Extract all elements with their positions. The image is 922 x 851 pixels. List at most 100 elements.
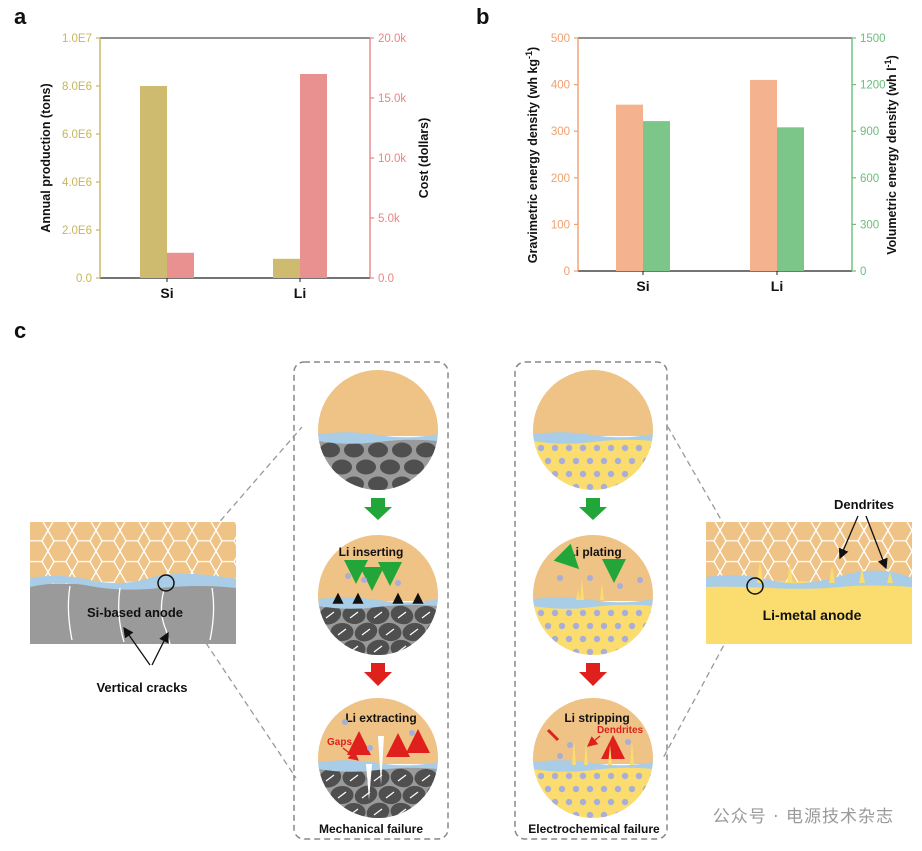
li-dot	[628, 811, 636, 818]
particle-crack	[458, 663, 466, 669]
li-dot	[621, 609, 629, 617]
li-dot	[572, 483, 580, 490]
si-particle	[392, 442, 412, 458]
left-tick-label: 1.0E7	[62, 33, 92, 45]
si-particle	[380, 459, 400, 475]
y-axis-label-close: )	[526, 47, 540, 51]
bar-si-left-series	[616, 104, 643, 271]
li-dot	[593, 772, 601, 780]
li-dot	[551, 798, 559, 806]
zoom-circle-li	[746, 577, 764, 595]
x-tick-label: Li	[771, 278, 783, 294]
particle-crack	[446, 612, 454, 618]
li-dot	[600, 785, 608, 793]
particle-crack	[337, 791, 347, 799]
scene-cathode	[318, 698, 438, 764]
dendrite	[887, 572, 893, 583]
li-dot	[565, 444, 573, 452]
li-dot	[642, 483, 650, 490]
li-dot	[586, 483, 594, 490]
si-particle	[344, 476, 364, 490]
bar-si-left-series	[140, 86, 167, 278]
dendrite	[572, 740, 576, 765]
scene-sei	[533, 432, 653, 444]
si-particle	[401, 655, 427, 678]
li-dot	[657, 812, 663, 818]
particle-crack	[458, 629, 466, 635]
dendrites-inner-label: Dendrites	[597, 725, 644, 736]
particle-crack	[325, 808, 335, 816]
li-dot	[579, 444, 587, 452]
gap-crack	[378, 736, 384, 785]
y2-axis-label-close: )	[885, 55, 899, 59]
particle-crack	[421, 774, 431, 782]
li-dot	[608, 662, 614, 668]
red-step-arrow	[579, 663, 607, 686]
particle-crack	[386, 663, 394, 669]
left-tick-label: 2.0E6	[62, 225, 92, 237]
bar-si-right-series	[643, 121, 670, 271]
li-dot	[649, 772, 653, 780]
si-particle	[452, 494, 472, 509]
particle-crack	[373, 645, 383, 653]
dendrite	[580, 578, 584, 600]
right-tick-label: 15.0k	[378, 93, 406, 105]
particle-crack	[446, 646, 454, 652]
dendrites-inner-arrow	[587, 735, 601, 747]
li-dot	[621, 635, 629, 643]
bar-li-left-series	[750, 79, 777, 271]
li-dot	[537, 798, 545, 806]
li-ion-dot	[637, 577, 643, 583]
si-particle	[428, 494, 448, 509]
li-dot	[572, 622, 580, 630]
gaps-label: Gaps	[327, 737, 352, 748]
li-dot	[657, 649, 663, 655]
li-ion-dot	[395, 580, 401, 586]
si-particle	[450, 785, 474, 804]
li-dot	[551, 772, 559, 780]
circle-scene-li-1	[533, 535, 663, 668]
zoom-line	[667, 426, 756, 580]
scene-sei	[533, 760, 653, 772]
li-dot	[558, 811, 566, 818]
si-particle	[414, 802, 438, 818]
dendrite	[787, 562, 793, 583]
li-dot	[586, 457, 594, 465]
li-dot	[544, 785, 552, 793]
li-dot	[566, 662, 572, 668]
right-tick-label: 900	[860, 126, 879, 138]
bar-li-left-series	[273, 258, 300, 278]
li-dot	[622, 662, 628, 668]
si-cathode-layer	[30, 522, 236, 584]
scene-sei	[318, 432, 438, 444]
left-tick-label: 100	[551, 219, 570, 231]
li-dot	[600, 622, 608, 630]
dendrite	[757, 560, 763, 583]
li-dot	[614, 785, 622, 793]
dendrite	[859, 568, 865, 583]
li-dot	[600, 483, 608, 490]
li-dot	[636, 662, 642, 668]
si-particle	[392, 476, 412, 490]
li-dot	[650, 662, 656, 668]
li-dot	[642, 622, 650, 630]
li-dot	[635, 444, 643, 452]
li-dot	[552, 662, 558, 668]
crack-line	[209, 587, 215, 641]
li-dot	[657, 484, 663, 490]
li-dot	[649, 609, 653, 617]
li-dot	[579, 470, 587, 478]
green-arrow	[553, 543, 580, 570]
li-dot	[635, 635, 643, 643]
scene-li-bulk	[533, 603, 653, 655]
si-particle	[356, 459, 376, 475]
li-ion-dot	[587, 575, 593, 581]
li-dot	[657, 458, 663, 464]
panel-label-a: a	[14, 4, 27, 29]
si-anode-label: Si-based anode	[87, 605, 183, 620]
li-dot	[649, 470, 653, 478]
right-tick-label: 20.0k	[378, 33, 406, 45]
li-dot	[635, 470, 643, 478]
